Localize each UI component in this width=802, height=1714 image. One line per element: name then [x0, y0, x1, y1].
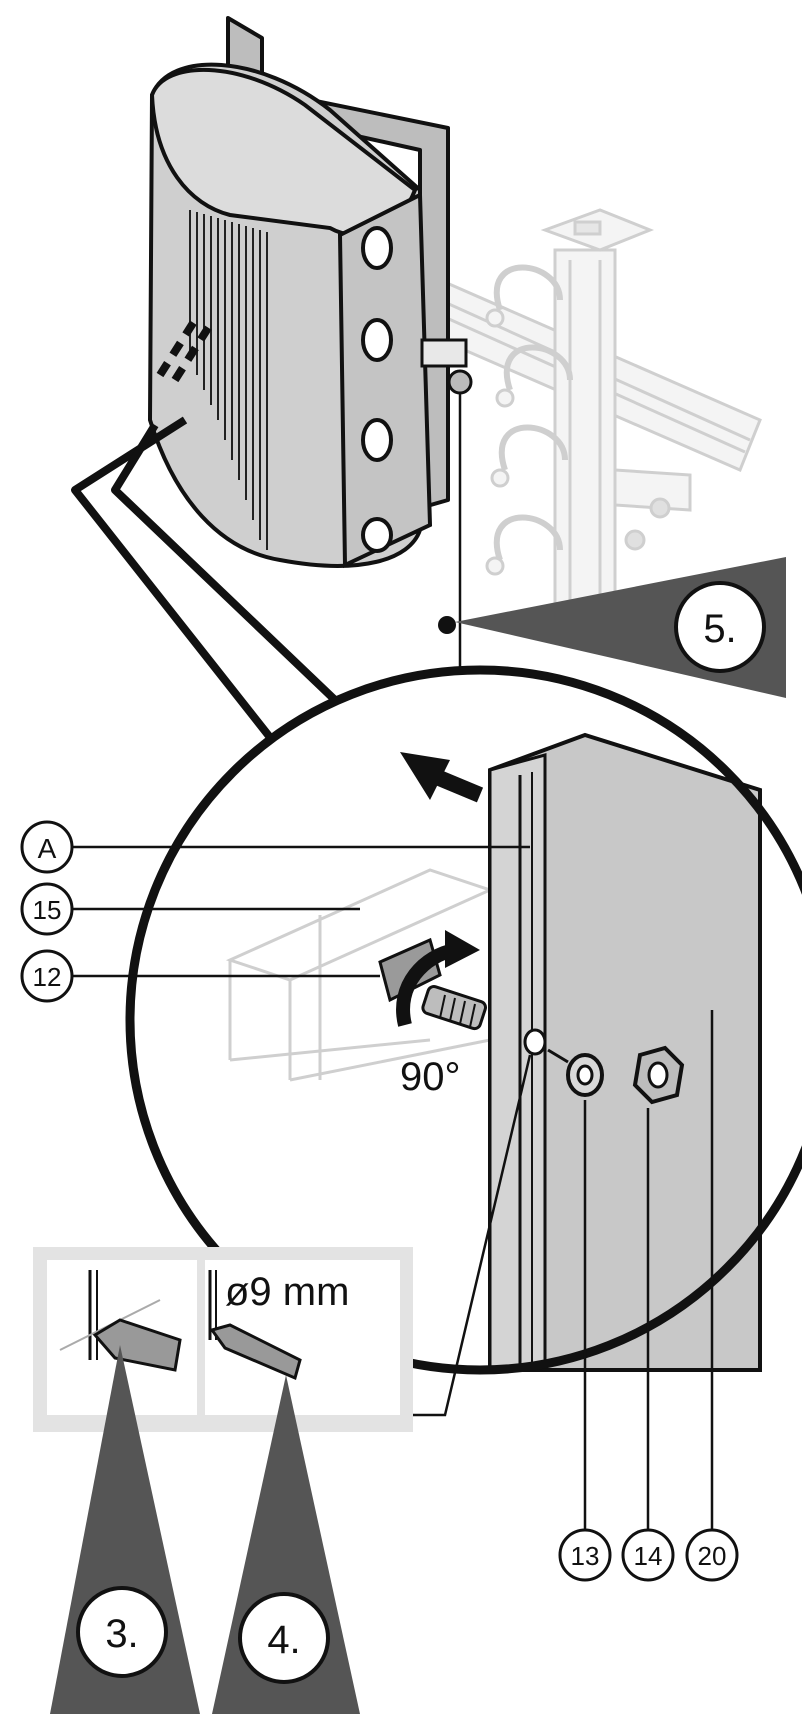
rail-hole: [361, 226, 393, 270]
mounting-frame-ghost: [428, 208, 762, 612]
step-5-label: 5.: [703, 607, 736, 651]
svg-text:15: 15: [33, 895, 62, 925]
rail-hole: [361, 418, 393, 462]
svg-text:12: 12: [33, 962, 62, 992]
svg-text:20: 20: [698, 1541, 727, 1571]
housing-unit: [148, 16, 473, 569]
step-3-badge: [76, 1586, 168, 1678]
drill-size-label: ø9 mm: [225, 1270, 349, 1314]
callout-20: 20: [685, 1528, 739, 1582]
clamp-nut: [447, 369, 473, 395]
side-rail: [337, 191, 433, 569]
callout-a: A: [20, 820, 74, 874]
rotation-arrowhead: [445, 930, 480, 968]
insert-arrow: [400, 752, 484, 803]
rotation-label: 90°: [400, 1055, 461, 1099]
callout-13: 13: [558, 1528, 612, 1582]
link-dot: [438, 616, 456, 634]
bolt-12: [378, 937, 488, 1031]
rail-hole: [361, 318, 393, 362]
step-3-label: 3.: [105, 1612, 138, 1656]
step-4-badge: [238, 1592, 330, 1684]
callout-12: 12: [20, 949, 74, 1003]
callout-15: 15: [20, 882, 74, 936]
zoom-connector: [71, 317, 338, 753]
svg-text:14: 14: [634, 1541, 663, 1571]
cooling-ribs: [189, 210, 268, 550]
step-4-label: 4.: [267, 1618, 300, 1662]
detail-view: 90°: [125, 665, 802, 1375]
drill-bit-icon: [209, 1323, 302, 1381]
svg-text:A: A: [38, 833, 57, 864]
callout-14: 14: [621, 1528, 675, 1582]
step-5-badge: [674, 581, 766, 673]
drilling-inset: ø9 mm: [33, 1247, 413, 1432]
detail-outline: [125, 665, 802, 1375]
center-punch-icon: [92, 1318, 182, 1372]
svg-text:13: 13: [571, 1541, 600, 1571]
drill-hole: [523, 1028, 547, 1056]
profile-clamp: [420, 338, 468, 368]
rail-hole: [361, 517, 393, 553]
